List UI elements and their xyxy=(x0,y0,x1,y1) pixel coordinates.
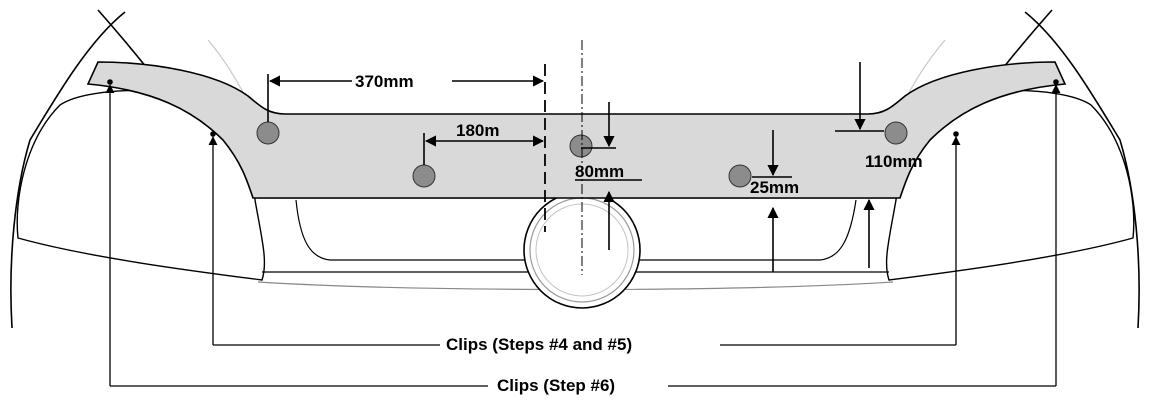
hole-left-inner xyxy=(412,164,436,188)
clip-points xyxy=(107,79,1059,137)
hole-center xyxy=(569,134,593,158)
callout-clips-6-leaders xyxy=(105,84,1061,387)
callout-clips-6-label: Clips (Step #6) xyxy=(497,376,615,395)
dimension-110 xyxy=(835,62,884,268)
dimension-25 xyxy=(752,130,792,272)
hole-left-outer xyxy=(256,121,280,145)
clip-step6-right xyxy=(1053,79,1059,85)
dimension-25-label: 25mm xyxy=(750,178,799,197)
hood-lines xyxy=(207,39,946,111)
hole-right-inner xyxy=(728,164,752,188)
dimension-80-label: 80mm xyxy=(575,162,624,181)
clip-step45-right xyxy=(953,131,959,137)
clip-step45-left xyxy=(210,131,216,137)
dimension-370-label: 370mm xyxy=(355,72,414,91)
mounting-holes xyxy=(256,121,908,188)
callout-clips-4-5-leaders xyxy=(208,136,961,346)
callout-clips-4-5-label: Clips (Steps #4 and #5) xyxy=(446,335,632,354)
dimension-180 xyxy=(423,133,545,165)
dimension-110-label: 110mm xyxy=(865,152,923,171)
dimension-370 xyxy=(267,74,545,122)
hole-right-outer xyxy=(884,121,908,145)
dimension-180-label: 180m xyxy=(456,121,499,140)
dimension-80 xyxy=(575,102,642,250)
bug-shield-panel xyxy=(86,61,1067,199)
clip-step6-left xyxy=(107,79,113,85)
